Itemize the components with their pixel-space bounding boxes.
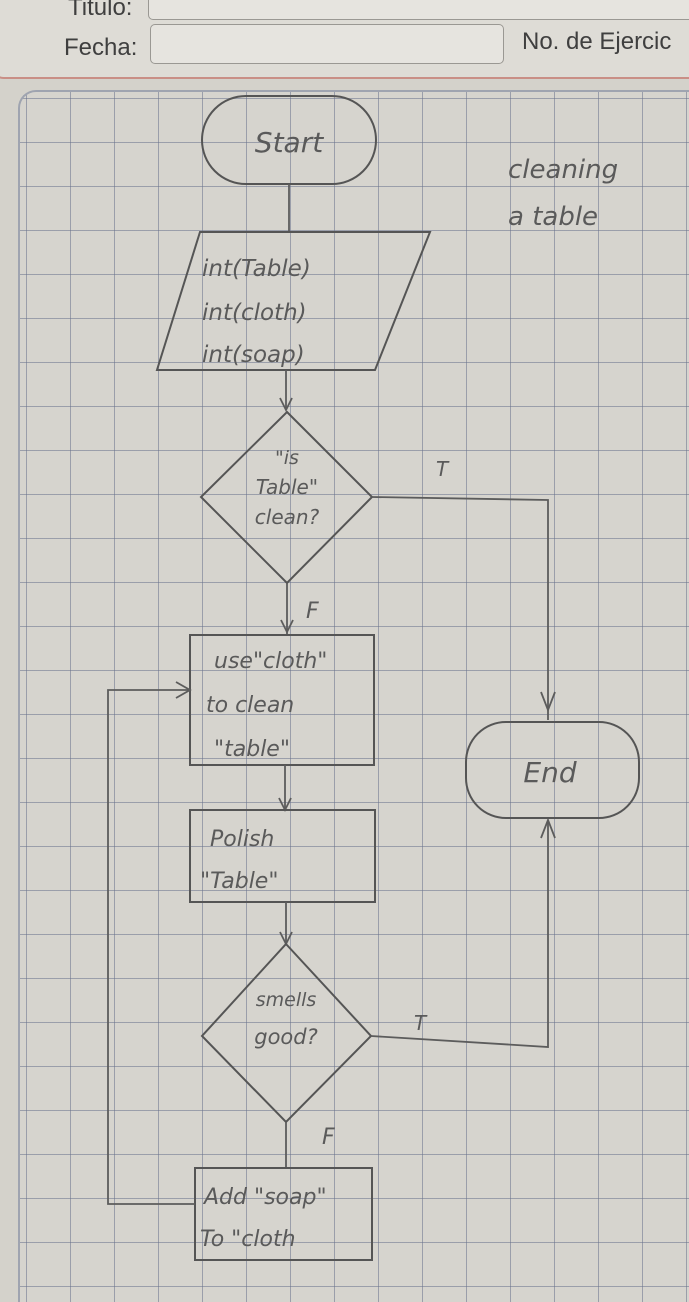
decision1-line-2: Table" <box>256 475 318 499</box>
end-label: End <box>523 756 576 789</box>
decision1-true-label: T <box>436 457 450 481</box>
worksheet-header: Titulo: Fecha: No. de Ejercic <box>0 0 689 79</box>
decision1-false-label: F <box>306 599 319 624</box>
ejercicio-label: No. de Ejercic <box>522 28 672 55</box>
connector-loop-back <box>107 689 195 1205</box>
note-line-1: cleaning <box>508 155 618 185</box>
grid-paper <box>18 90 689 1302</box>
fecha-field[interactable] <box>150 24 504 64</box>
decision1-line-3: clean? <box>255 505 320 529</box>
arrow-into-process1 <box>280 619 294 635</box>
note-line-2: a table <box>508 202 598 232</box>
process1-line-3: "table" <box>214 737 290 762</box>
arrow-into-decision1 <box>279 397 293 413</box>
input-line-1: int(Table) <box>202 256 311 282</box>
process1-line-2: to clean <box>206 693 294 718</box>
decision2-false-label: F <box>322 1125 335 1150</box>
connector-decision1-true-end <box>371 496 549 720</box>
connector-decision2-true-end <box>370 820 549 1048</box>
start-label: Start <box>255 126 324 159</box>
titulo-label: Titulo: <box>68 0 133 21</box>
process1-box <box>189 634 375 766</box>
process3-line-2: To "cloth <box>200 1227 296 1252</box>
decision1-line-1: "is <box>275 447 299 469</box>
arrow-into-process1-loop <box>175 681 192 699</box>
titulo-field[interactable] <box>148 0 689 20</box>
input-line-2: int(cloth) <box>202 300 307 326</box>
arrow-into-end-bottom <box>540 817 556 839</box>
end-terminator <box>465 721 640 819</box>
input-parallelogram <box>155 231 432 371</box>
process3-line-1: Add "soap" <box>202 1185 327 1210</box>
arrow-into-end-top <box>540 691 556 713</box>
input-line-3: int(soap) <box>202 342 305 368</box>
process2-box <box>189 809 376 903</box>
decision2-line-2: good? <box>254 1025 318 1049</box>
decision2-line-1: smells <box>256 989 317 1011</box>
decision2-true-label: T <box>414 1011 428 1035</box>
fecha-label: Fecha: <box>64 34 138 61</box>
process2-line-1: Polish <box>210 827 274 852</box>
process3-box <box>194 1167 373 1261</box>
process2-line-2: "Table" <box>200 869 278 894</box>
process1-line-1: use"cloth" <box>214 649 327 674</box>
